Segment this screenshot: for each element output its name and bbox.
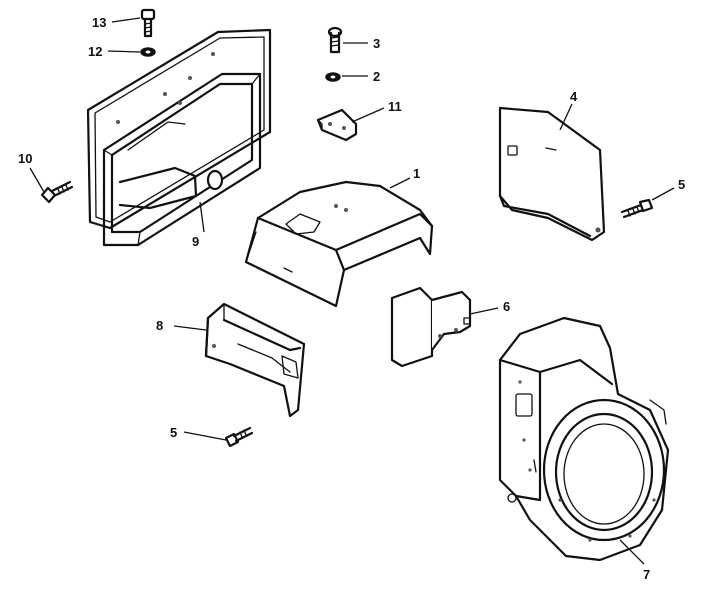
callout-labels: 13 12 3 2 11 4 5 1 10 9 6 8 5 7	[18, 15, 685, 582]
part-2-nut	[325, 72, 341, 82]
part-8-baffle	[204, 302, 306, 418]
callout-13: 13	[92, 15, 106, 30]
part-3-bolt	[327, 26, 343, 54]
callout-12: 12	[88, 44, 102, 59]
callout-3: 3	[373, 36, 380, 51]
part-7-blower-housing	[498, 316, 670, 562]
part-13-bolt	[140, 8, 156, 38]
part-9-bracket	[316, 108, 358, 142]
part-10-frame	[86, 28, 272, 247]
part-5-bolt-right	[620, 198, 654, 219]
callout-5-left: 5	[170, 425, 177, 440]
leader-lines	[29, 17, 675, 565]
part-6-baffle	[390, 286, 472, 368]
part-5-bolt-left	[224, 426, 254, 448]
part-1-shroud	[244, 180, 434, 308]
part-11-screw	[40, 180, 74, 204]
part-4-plate	[498, 106, 606, 242]
callout-9: 11	[388, 99, 402, 114]
callout-4: 4	[570, 89, 578, 104]
callout-2: 2	[373, 69, 380, 84]
callout-1: 1	[413, 166, 420, 181]
callout-7: 7	[643, 567, 650, 582]
callout-11: 10	[18, 151, 32, 166]
part-12-washer	[140, 47, 156, 57]
callout-6: 6	[503, 299, 510, 314]
callout-5-right: 5	[678, 177, 685, 192]
callout-10: 9	[192, 234, 199, 249]
callout-8: 8	[156, 318, 163, 333]
